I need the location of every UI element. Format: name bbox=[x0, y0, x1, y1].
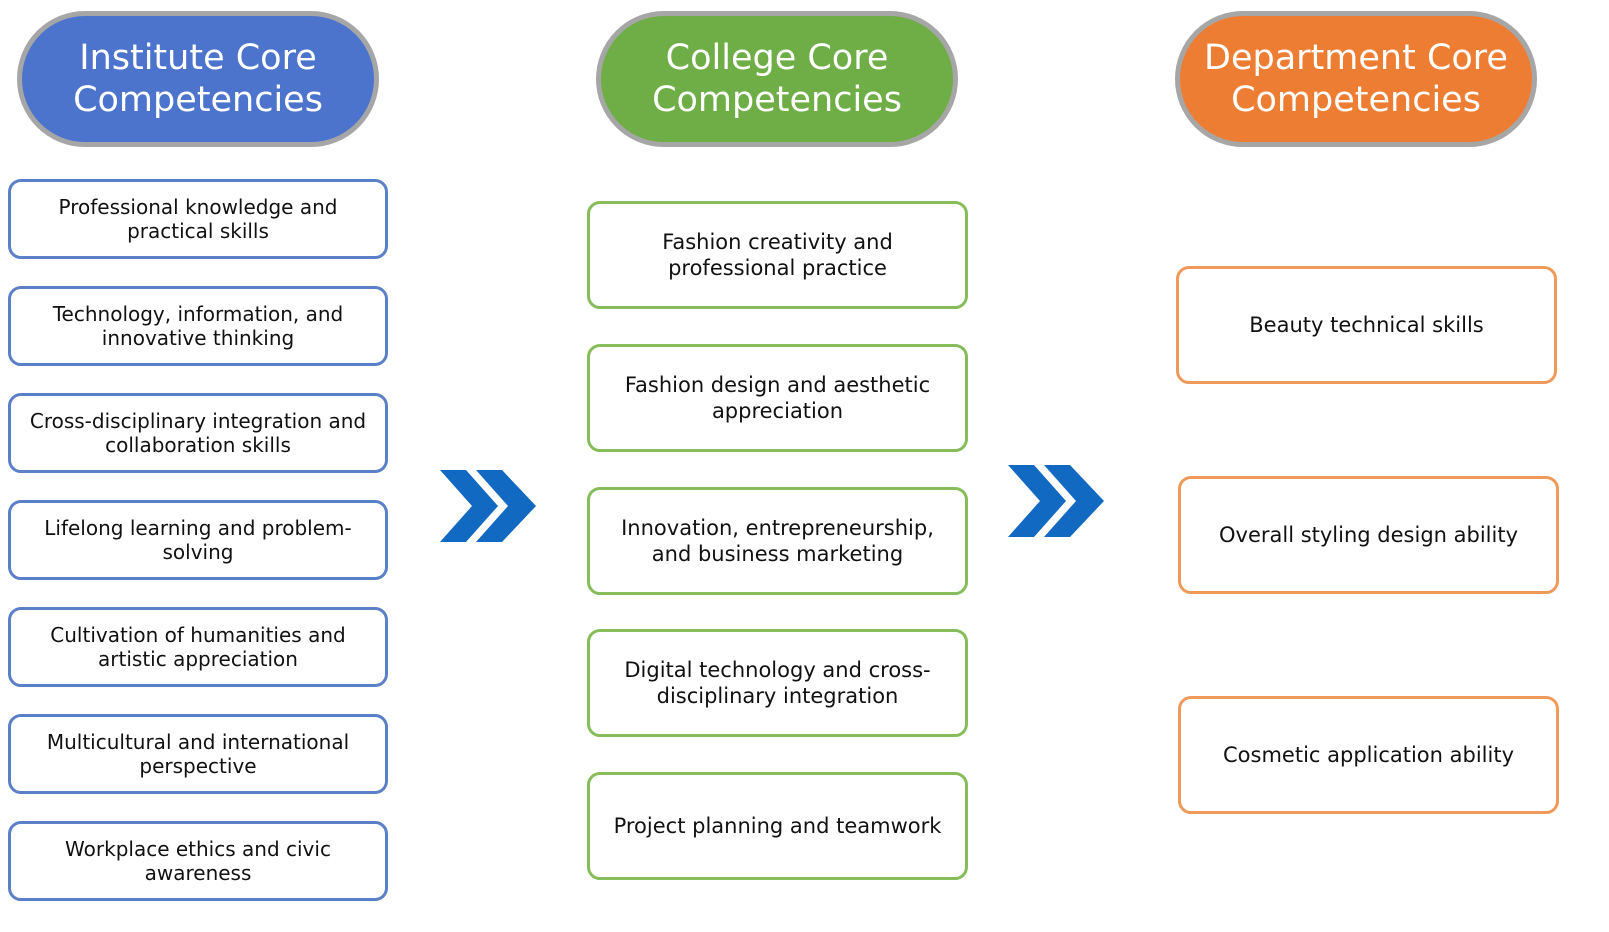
institute-item-label: Cross-disciplinary integration and colla… bbox=[29, 409, 367, 457]
institute-title-line1: Institute Core bbox=[79, 38, 317, 78]
double-chevron-right-icon bbox=[1008, 465, 1104, 537]
college-item-project-planning: Project planning and teamwork bbox=[587, 772, 968, 880]
college-title-line1: College Core bbox=[665, 38, 889, 78]
department-item-cosmetic-application: Cosmetic application ability bbox=[1178, 696, 1559, 814]
department-title-line1: Department Core bbox=[1204, 38, 1508, 78]
double-chevron-right-icon bbox=[440, 470, 536, 542]
department-item-label: Cosmetic application ability bbox=[1223, 743, 1514, 767]
institute-item-cross-disciplinary: Cross-disciplinary integration and colla… bbox=[8, 393, 388, 473]
institute-item-label: Multicultural and international perspect… bbox=[46, 730, 350, 778]
department-item-beauty-skills: Beauty technical skills bbox=[1176, 266, 1557, 384]
institute-item-professional-knowledge: Professional knowledge and practical ski… bbox=[8, 179, 388, 259]
college-item-label: Project planning and teamwork bbox=[613, 814, 942, 838]
institute-title-line2: Competencies bbox=[73, 80, 323, 120]
institute-item-label: Lifelong learning and problem-solving bbox=[44, 516, 352, 564]
college-item-label: Digital technology and cross-disciplinar… bbox=[624, 658, 931, 708]
institute-header: Institute Core Competencies bbox=[17, 11, 379, 147]
college-item-fashion-design: Fashion design and aesthetic appreciatio… bbox=[587, 344, 968, 452]
institute-item-label: Technology, information, and innovative … bbox=[52, 302, 344, 350]
institute-item-label: Cultivation of humanities and artistic a… bbox=[50, 623, 346, 671]
college-title-line2: Competencies bbox=[652, 80, 902, 120]
institute-item-label: Workplace ethics and civic awareness bbox=[65, 837, 331, 885]
college-header: College Core Competencies bbox=[596, 11, 958, 147]
college-item-label: Innovation, entrepreneurship, and busine… bbox=[621, 516, 934, 566]
institute-item-technology: Technology, information, and innovative … bbox=[8, 286, 388, 366]
college-item-label: Fashion creativity and professional prac… bbox=[662, 230, 893, 280]
college-item-fashion-creativity: Fashion creativity and professional prac… bbox=[587, 201, 968, 309]
department-item-label: Overall styling design ability bbox=[1218, 523, 1518, 547]
department-item-label: Beauty technical skills bbox=[1249, 313, 1484, 337]
college-item-digital-technology: Digital technology and cross-disciplinar… bbox=[587, 629, 968, 737]
college-item-label: Fashion design and aesthetic appreciatio… bbox=[624, 373, 931, 423]
department-header: Department Core Competencies bbox=[1175, 11, 1537, 147]
institute-item-lifelong-learning: Lifelong learning and problem-solving bbox=[8, 500, 388, 580]
institute-item-humanities: Cultivation of humanities and artistic a… bbox=[8, 607, 388, 687]
department-item-styling-design: Overall styling design ability bbox=[1178, 476, 1559, 594]
institute-item-multicultural: Multicultural and international perspect… bbox=[8, 714, 388, 794]
college-item-innovation: Innovation, entrepreneurship, and busine… bbox=[587, 487, 968, 595]
institute-item-workplace-ethics: Workplace ethics and civic awareness bbox=[8, 821, 388, 901]
department-title-line2: Competencies bbox=[1231, 80, 1481, 120]
institute-item-label: Professional knowledge and practical ski… bbox=[58, 195, 338, 243]
